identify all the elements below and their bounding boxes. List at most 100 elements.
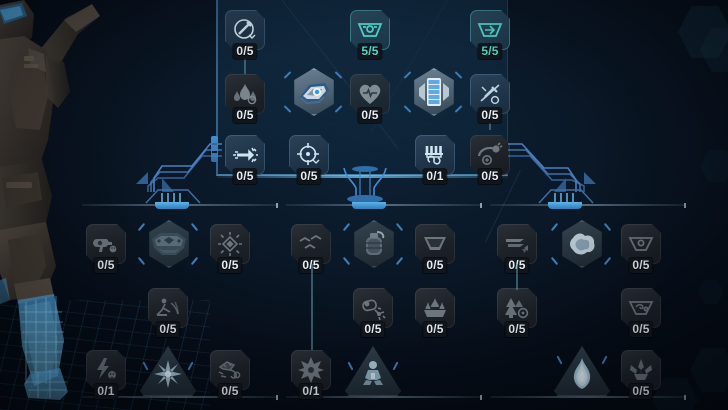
branch-major-node[interactable] bbox=[342, 216, 404, 272]
node-accent-tick bbox=[550, 222, 559, 232]
node-accent-tick bbox=[395, 222, 404, 232]
skill-level: 0/5 bbox=[358, 108, 382, 123]
skill-node[interactable]: 0/5 bbox=[86, 224, 126, 273]
skill-node[interactable]: 0/5 bbox=[291, 224, 331, 273]
skill-level: 0/5 bbox=[478, 108, 502, 123]
node-accent-tick bbox=[392, 361, 399, 371]
skill-level: 0/5 bbox=[297, 169, 321, 184]
node-accent-tick bbox=[137, 222, 146, 232]
skill-node[interactable]: 0/5 bbox=[621, 288, 661, 337]
node-accent-tick bbox=[342, 222, 351, 232]
helmet-visor-icon bbox=[149, 220, 189, 268]
skill-node[interactable]: 0/1 bbox=[291, 350, 331, 399]
branch-major-node[interactable] bbox=[137, 216, 199, 272]
node-accent-tick bbox=[187, 361, 194, 371]
skill-node[interactable]: 0/1 bbox=[415, 135, 455, 184]
connector-line bbox=[516, 264, 518, 290]
panel-connector-node[interactable] bbox=[211, 136, 218, 162]
grenade-icon bbox=[354, 220, 394, 268]
skill-level: 0/5 bbox=[361, 322, 385, 337]
skill-level: 0/5 bbox=[629, 384, 653, 399]
skill-level: 0/1 bbox=[423, 169, 447, 184]
node-accent-tick bbox=[556, 355, 563, 365]
skill-node[interactable]: 0/5 bbox=[621, 224, 661, 273]
node-accent-tick bbox=[342, 256, 351, 266]
skill-node[interactable]: 0/5 bbox=[415, 224, 455, 273]
skill-node[interactable]: 0/5 bbox=[289, 135, 329, 184]
branch-major-node[interactable] bbox=[550, 216, 612, 272]
branch-tab[interactable] bbox=[352, 202, 386, 209]
branch-capstone-node[interactable] bbox=[553, 345, 611, 397]
bg-hex-decoration bbox=[700, 150, 728, 182]
skill-node[interactable]: 0/1 bbox=[86, 350, 126, 399]
skill-level: 5/5 bbox=[358, 44, 382, 59]
separator-cap bbox=[684, 395, 686, 400]
skill-node[interactable]: 0/5 bbox=[225, 74, 265, 123]
separator-cap bbox=[276, 395, 278, 400]
skill-node[interactable]: 0/5 bbox=[350, 74, 390, 123]
node-accent-tick bbox=[601, 355, 608, 365]
skill-node[interactable]: 0/5 bbox=[148, 288, 188, 337]
skill-level: 0/5 bbox=[94, 258, 118, 273]
skill-level: 0/5 bbox=[423, 258, 447, 273]
bg-hex-decoration bbox=[678, 6, 728, 58]
skill-level: 0/5 bbox=[423, 322, 447, 337]
skill-level: 0/5 bbox=[629, 322, 653, 337]
skill-node[interactable]: 0/5 bbox=[225, 10, 265, 59]
skill-node[interactable]: 0/5 bbox=[497, 288, 537, 337]
node-accent-tick bbox=[403, 71, 412, 79]
major-skill-node[interactable] bbox=[403, 64, 463, 120]
branch-capstone-node[interactable] bbox=[344, 345, 402, 397]
skill-level: 0/5 bbox=[218, 384, 242, 399]
skill-node[interactable]: 5/5 bbox=[350, 10, 390, 59]
skill-node[interactable]: 0/5 bbox=[210, 224, 250, 273]
bg-hex-decoration bbox=[698, 280, 724, 304]
node-accent-tick bbox=[142, 361, 149, 371]
connector-line bbox=[311, 264, 313, 350]
skill-node[interactable]: 5/5 bbox=[470, 10, 510, 59]
skill-node[interactable]: 0/5 bbox=[621, 350, 661, 399]
skill-node[interactable]: 0/5 bbox=[353, 288, 393, 337]
separator-cap bbox=[276, 203, 278, 208]
node-accent-tick bbox=[603, 256, 612, 266]
major-skill-node[interactable] bbox=[283, 64, 343, 120]
bg-hex-decoration bbox=[700, 28, 728, 72]
shock-nova-icon bbox=[140, 346, 196, 396]
branch-capstone-node[interactable] bbox=[139, 345, 197, 397]
skill-level: 0/5 bbox=[478, 169, 502, 184]
bg-hex-decoration bbox=[690, 348, 728, 392]
skill-level: 0/5 bbox=[218, 258, 242, 273]
skill-level: 0/1 bbox=[94, 384, 118, 399]
node-accent-tick bbox=[137, 256, 146, 266]
separator-cap bbox=[480, 395, 482, 400]
battery-cell-icon bbox=[414, 68, 454, 116]
branch-tab[interactable] bbox=[548, 202, 582, 209]
branch-tab[interactable] bbox=[155, 202, 189, 209]
skill-level: 0/5 bbox=[233, 169, 257, 184]
node-accent-tick bbox=[347, 361, 354, 371]
skill-level: 0/5 bbox=[505, 322, 529, 337]
node-accent-tick bbox=[190, 256, 199, 266]
crouched-figure-icon bbox=[345, 346, 401, 396]
skill-level: 0/5 bbox=[629, 258, 653, 273]
separator-cap bbox=[480, 203, 482, 208]
tier-separator bbox=[490, 203, 686, 208]
separator-cap bbox=[684, 203, 686, 208]
node-accent-tick bbox=[550, 256, 559, 266]
node-accent-tick bbox=[395, 256, 404, 266]
skill-node[interactable]: 0/5 bbox=[470, 74, 510, 123]
skill-node[interactable]: 0/5 bbox=[225, 135, 265, 184]
skill-level: 5/5 bbox=[478, 44, 502, 59]
skill-node[interactable]: 0/5 bbox=[415, 288, 455, 337]
skill-node[interactable]: 0/5 bbox=[497, 224, 537, 273]
node-accent-tick bbox=[603, 222, 612, 232]
skill-level: 0/5 bbox=[233, 108, 257, 123]
skill-level: 0/5 bbox=[233, 44, 257, 59]
node-accent-tick bbox=[283, 105, 292, 113]
smoke-cloud-icon bbox=[562, 220, 602, 268]
node-accent-tick bbox=[403, 105, 412, 113]
node-accent-tick bbox=[190, 222, 199, 232]
skill-level: 0/1 bbox=[299, 384, 323, 399]
skill-node[interactable]: 0/5 bbox=[470, 135, 510, 184]
skill-node[interactable]: 0/5 bbox=[210, 350, 250, 399]
